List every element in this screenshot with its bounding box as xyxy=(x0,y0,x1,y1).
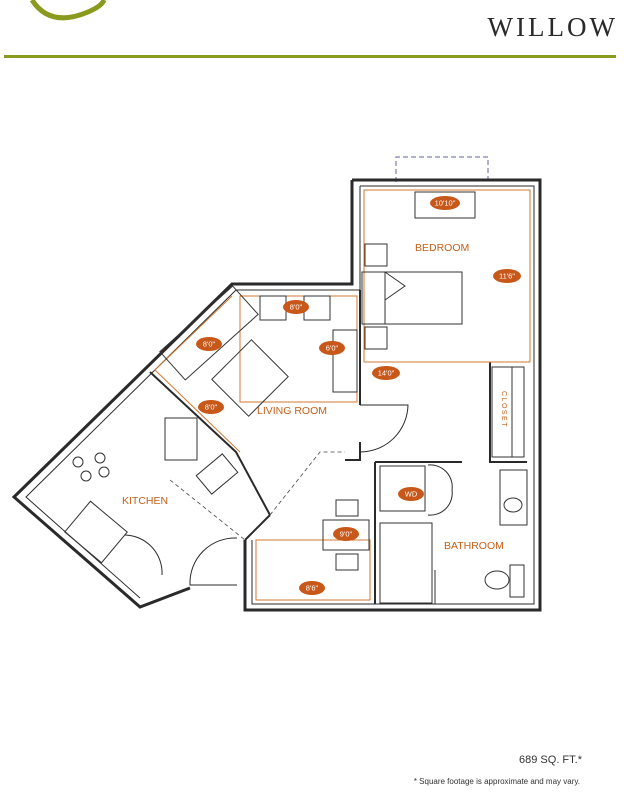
dim-living-top: 8'0" xyxy=(283,300,309,314)
door-swings xyxy=(124,404,453,586)
dashed-openings xyxy=(169,451,345,541)
dim-living-table: 6'0" xyxy=(319,341,345,355)
brand-logo xyxy=(29,0,107,21)
kitchen-label: KITCHEN xyxy=(122,495,168,507)
living-furniture xyxy=(159,285,358,417)
dim-bedroom-depth: 11'6" xyxy=(493,269,521,283)
dim-living-left: 8'0" xyxy=(196,337,222,351)
svg-text:14'0": 14'0" xyxy=(378,369,395,378)
interior-walls xyxy=(149,290,527,604)
closet xyxy=(491,366,525,458)
closet-label: CLOSET xyxy=(500,391,507,428)
svg-text:10'10": 10'10" xyxy=(435,199,456,208)
dim-living-bottom: 8'0" xyxy=(198,400,224,414)
living-room-label: LIVING ROOM xyxy=(257,405,327,417)
dining-table xyxy=(322,499,370,571)
svg-text:8'6": 8'6" xyxy=(306,584,319,593)
dim-dining-depth: 9'0" xyxy=(333,527,359,541)
svg-text:WD: WD xyxy=(405,490,418,499)
svg-text:8'0": 8'0" xyxy=(290,303,303,312)
header-rule xyxy=(4,55,616,58)
disclaimer: * Square footage is approximate and may … xyxy=(413,777,580,786)
plan-title: WILLOW xyxy=(487,12,618,42)
svg-text:8'0": 8'0" xyxy=(205,403,218,412)
bedroom-label: BEDROOM xyxy=(415,242,469,254)
bed xyxy=(361,191,476,350)
exterior-walls xyxy=(11,178,542,612)
bathroom-label: BATHROOM xyxy=(444,540,504,552)
svg-text:11'6": 11'6" xyxy=(499,272,515,281)
dim-bedroom-side: 14'0" xyxy=(372,366,400,380)
dim-dining-width: 8'6" xyxy=(299,581,325,595)
square-footage: 689 SQ. FT.* xyxy=(519,754,582,766)
svg-text:9'0": 9'0" xyxy=(340,530,353,539)
kitchen-fixtures xyxy=(64,417,239,564)
balcony-outline xyxy=(395,156,489,182)
svg-text:8'0": 8'0" xyxy=(203,340,216,349)
bathroom-fixtures xyxy=(379,465,528,604)
dim-bedroom-width: 10'10" xyxy=(430,196,460,210)
svg-text:6'0": 6'0" xyxy=(326,344,339,353)
dim-washer-dryer: WD xyxy=(398,487,424,501)
